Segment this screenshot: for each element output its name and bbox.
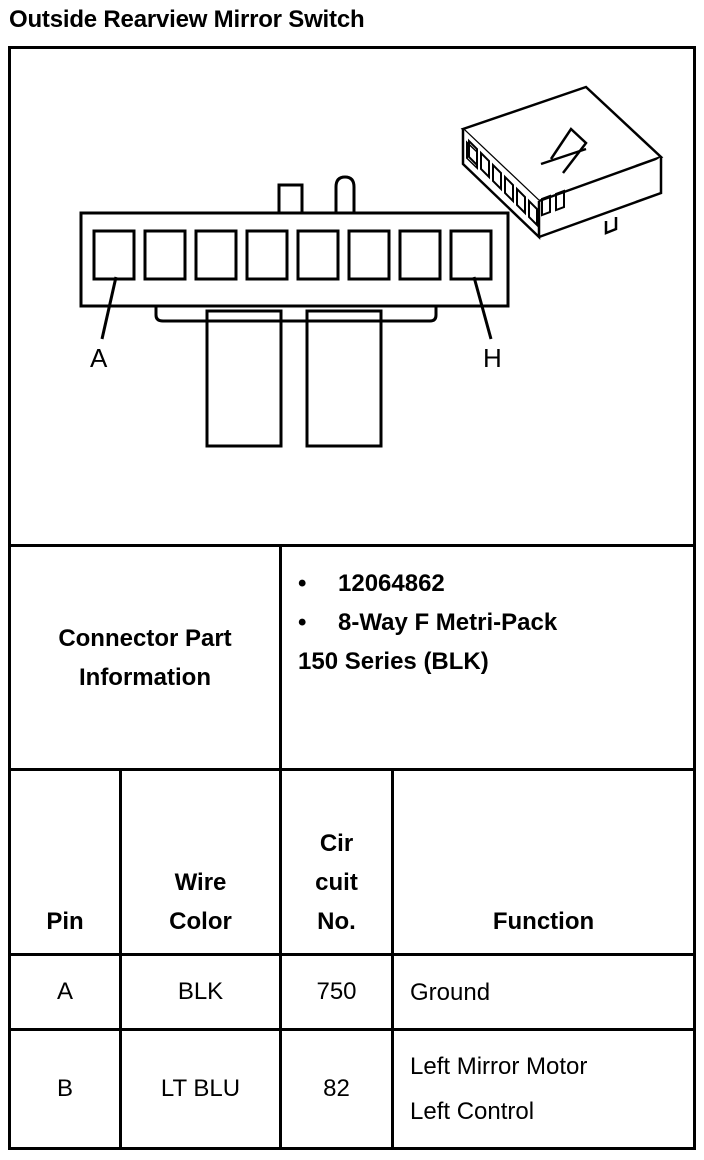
header-wire-color-line2: Color <box>169 908 232 935</box>
header-circuit-line1: Cir <box>319 830 354 857</box>
table-row-pin: A <box>56 978 73 1005</box>
header-function-text: Function <box>492 908 595 935</box>
table-row-circuit: 750 <box>316 978 357 1005</box>
header-pin: Pin <box>11 771 119 953</box>
header-pin-text: Pin <box>46 908 84 935</box>
bullet-icon: • <box>298 570 307 597</box>
header-wire-color: Wire Color <box>122 771 279 953</box>
table-row-circuit: 82 <box>323 1075 350 1102</box>
header-circuit-line2: cuit <box>315 869 358 896</box>
divider <box>391 768 394 1147</box>
list-item: • 8-Way F Metri-Pack <box>298 603 693 642</box>
page-title: Outside Rearview Mirror Switch <box>9 6 365 33</box>
connector-series: 150 Series (BLK) <box>298 648 489 675</box>
pin-label-a: A <box>90 343 108 373</box>
connector-info-label-line2: Information <box>78 663 211 691</box>
divider <box>279 768 282 1147</box>
connector-info-label-line1: Connector Part <box>58 624 232 652</box>
connector-front-view-icon: A H <box>79 85 664 448</box>
bullet-icon: • <box>298 609 307 636</box>
header-function: Function <box>394 771 693 953</box>
function-text-line1: Left Mirror Motor <box>410 1053 588 1080</box>
function-text-line2: Left Control <box>410 1098 535 1125</box>
table-row-function: Ground <box>394 956 693 1028</box>
header-wire-color-line1: Wire <box>174 869 227 896</box>
table-row-wire-color: LT BLU <box>160 1075 241 1102</box>
connector-info-label: Connector Part Information <box>11 547 279 768</box>
table-row-wire-color: BLK <box>177 978 224 1005</box>
connector-diagram: A H <box>11 49 693 544</box>
connector-type: 8-Way F Metri-Pack <box>338 609 558 636</box>
pin-label-h: H <box>483 343 502 373</box>
header-circuit: Cir cuit No. <box>282 771 391 953</box>
function-text: Ground <box>410 978 491 1006</box>
table-row-pin: B <box>56 1075 73 1102</box>
divider <box>11 1028 693 1031</box>
divider <box>119 768 122 1147</box>
part-number: 12064862 <box>338 570 445 597</box>
divider <box>11 953 693 956</box>
connector-table: A H <box>8 46 696 1150</box>
divider <box>11 768 693 771</box>
divider <box>11 544 693 547</box>
pin-cavities <box>92 229 493 281</box>
divider <box>279 544 282 771</box>
list-item: • 12064862 <box>298 564 693 603</box>
connector-info-value: • 12064862 • 8-Way F Metri-Pack 150 Seri… <box>282 564 693 681</box>
header-circuit-line3: No. <box>317 908 356 935</box>
table-row-function: Left Mirror Motor Left Control <box>394 1031 693 1147</box>
